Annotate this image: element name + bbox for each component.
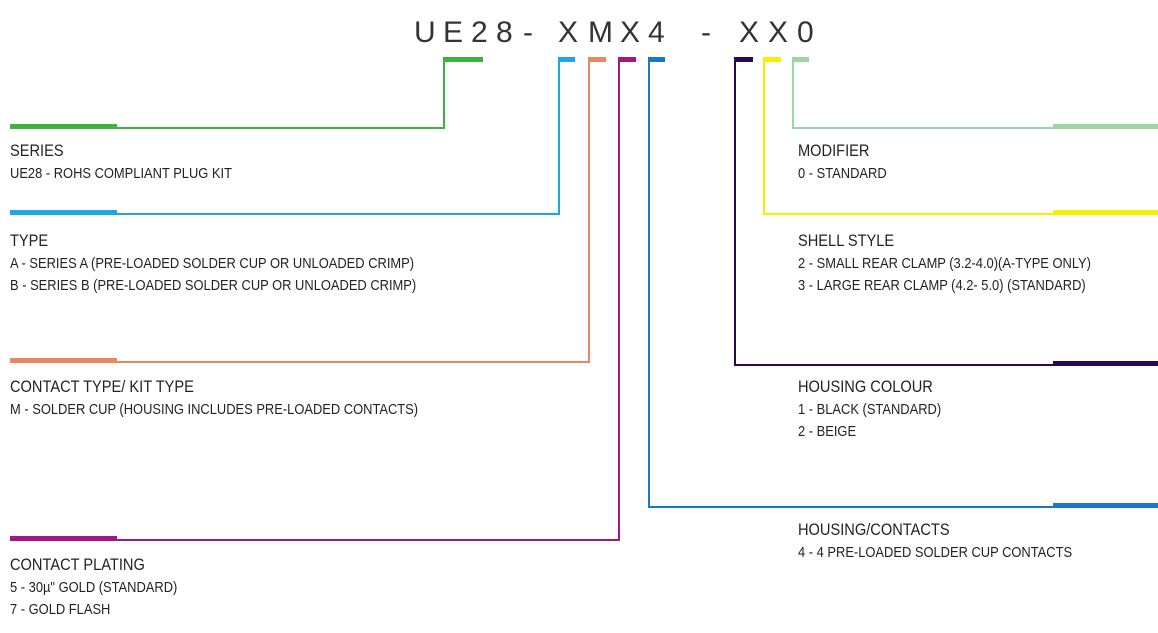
- shell-style-title: SHELL STYLE: [798, 231, 895, 250]
- housing-colour-tab: [734, 57, 753, 62]
- type-title: TYPE: [10, 231, 49, 250]
- housing-colour-line-2: 2 - BEIGE: [798, 423, 857, 440]
- housing-contacts-line-1: 4 - 4 PRE-LOADED SOLDER CUP CONTACTS: [798, 544, 1073, 561]
- pn-char-10: -: [701, 16, 711, 49]
- shell-style-block: SHELL STYLE 2 - SMALL REAR CLAMP (3.2-4.…: [798, 229, 1091, 297]
- contact-type-line-1: M - SOLDER CUP (HOUSING INCLUDES PRE-LOA…: [10, 401, 419, 418]
- shell-style-bar: [1053, 210, 1158, 215]
- plating-tab: [618, 57, 636, 62]
- housing-contacts-bar: [1053, 503, 1158, 508]
- housing-colour-block: HOUSING COLOUR 1 - BLACK (STANDARD) 2 - …: [798, 375, 941, 443]
- type-tab: [558, 57, 575, 62]
- part-number: U E 2 8 - X M X 4 - X X 0: [414, 16, 814, 49]
- plating-leader: [618, 57, 620, 541]
- pn-char-5: -: [523, 16, 533, 49]
- pn-char-1: U: [414, 16, 436, 49]
- pn-char-9: 4: [648, 16, 665, 49]
- contact-type-tab: [588, 57, 606, 62]
- series-line: [10, 127, 445, 129]
- pn-char-3: 2: [471, 16, 488, 49]
- connector-shell-style: [763, 57, 1158, 215]
- type-line-2: B - SERIES B (PRE-LOADED SOLDER CUP OR U…: [10, 277, 417, 294]
- housing-contacts-title: HOUSING/CONTACTS: [798, 520, 950, 539]
- shell-style-tab: [763, 57, 781, 62]
- housing-contacts-leader: [648, 57, 650, 508]
- contact-type-title: CONTACT TYPE/ KIT TYPE: [10, 377, 194, 396]
- type-line: [10, 213, 560, 215]
- plating-block: CONTACT PLATING 5 - 30µ" GOLD (STANDARD)…: [10, 553, 177, 621]
- pn-char-6: X: [558, 16, 578, 49]
- modifier-line: [792, 127, 1158, 129]
- contact-type-line: [10, 361, 590, 363]
- housing-colour-bar: [1053, 361, 1158, 366]
- contact-type-bar: [10, 358, 117, 363]
- type-block: TYPE A - SERIES A (PRE-LOADED SOLDER CUP…: [10, 229, 416, 297]
- type-bar: [10, 210, 117, 215]
- housing-contacts-tab: [648, 57, 665, 62]
- pn-char-13: 0: [797, 16, 814, 49]
- plating-line: [10, 539, 620, 541]
- connector-series: [10, 57, 483, 129]
- type-line-1: A - SERIES A (PRE-LOADED SOLDER CUP OR U…: [10, 255, 415, 272]
- series-leader: [443, 57, 445, 129]
- connector-type: [10, 57, 575, 215]
- series-line-1: UE28 - ROHS COMPLIANT PLUG KIT: [10, 165, 232, 182]
- pn-char-12: X: [768, 16, 788, 49]
- modifier-bar: [1053, 124, 1158, 129]
- series-block: SERIES UE28 - ROHS COMPLIANT PLUG KIT: [10, 139, 232, 185]
- pn-char-2: E: [443, 16, 463, 49]
- type-leader: [558, 57, 560, 215]
- connector-housing-contacts: [648, 57, 1158, 508]
- pn-char-4: 8: [496, 16, 513, 49]
- modifier-line-1: 0 - STANDARD: [798, 165, 887, 182]
- series-tab: [443, 57, 483, 62]
- modifier-leader: [792, 57, 794, 129]
- connector-modifier: [792, 57, 1158, 129]
- series-bar: [10, 124, 117, 129]
- pn-char-8: X: [620, 16, 640, 49]
- series-title: SERIES: [10, 141, 64, 160]
- modifier-tab: [792, 57, 809, 62]
- housing-colour-title: HOUSING COLOUR: [798, 377, 933, 396]
- plating-bar: [10, 536, 117, 541]
- connector-housing-colour: [734, 57, 1158, 366]
- contact-type-block: CONTACT TYPE/ KIT TYPE M - SOLDER CUP (H…: [10, 375, 418, 421]
- housing-contacts-block: HOUSING/CONTACTS 4 - 4 PRE-LOADED SOLDER…: [798, 518, 1072, 564]
- shell-style-leader: [763, 57, 765, 215]
- plating-line-2: 7 - GOLD FLASH: [10, 601, 111, 618]
- connector-contact-type: [10, 57, 606, 363]
- pn-char-11: X: [739, 16, 759, 49]
- housing-colour-line-1: 1 - BLACK (STANDARD): [798, 401, 942, 418]
- modifier-block: MODIFIER 0 - STANDARD: [798, 139, 887, 185]
- shell-style-line: [763, 213, 1158, 215]
- housing-contacts-line: [648, 506, 1158, 508]
- plating-title: CONTACT PLATING: [10, 555, 145, 574]
- modifier-title: MODIFIER: [798, 141, 870, 160]
- housing-colour-line: [734, 364, 1158, 366]
- shell-style-line-1: 2 - SMALL REAR CLAMP (3.2-4.0)(A-TYPE ON…: [798, 255, 1091, 272]
- contact-type-leader: [588, 57, 590, 363]
- plating-line-1: 5 - 30µ" GOLD (STANDARD): [10, 579, 178, 596]
- pn-char-7: M: [588, 16, 613, 49]
- shell-style-line-2: 3 - LARGE REAR CLAMP (4.2- 5.0) (STANDAR…: [798, 277, 1086, 294]
- housing-colour-leader: [734, 57, 736, 366]
- connector-plating: [10, 57, 636, 541]
